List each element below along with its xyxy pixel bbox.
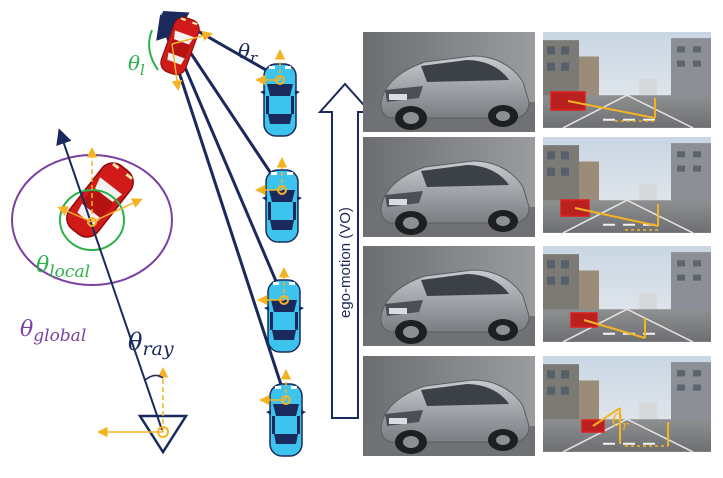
local-angle-arc-small [148, 29, 159, 71]
detection-box-1 [550, 91, 656, 122]
ego-motion-label: ego-motion (VO) [337, 207, 354, 318]
car-crop-2 [362, 136, 536, 238]
cyan-car-1 [259, 63, 301, 137]
street-photo-3 [541, 244, 713, 343]
left-panel: θlocal θglobal θray [11, 128, 189, 455]
detection-box-4 [581, 407, 669, 447]
car-crop-4 [362, 355, 536, 457]
photo-grid: θr [362, 30, 713, 457]
label-theta-global: θglobal [20, 317, 86, 346]
detection-box-3 [570, 312, 646, 339]
label-theta-l: θl [128, 51, 145, 79]
ray-angle-arc [144, 374, 164, 381]
ray-4 [156, 14, 288, 401]
car-center-marker [87, 217, 97, 227]
car-crop-3 [362, 245, 536, 347]
label-theta-local: θlocal [36, 253, 90, 282]
cyan-car-4 [265, 383, 307, 457]
middle-panel: θl θr ego-motion (VO) [128, 11, 373, 457]
car-axis-orange-2 [91, 198, 143, 223]
ego-motion-arrow [317, 82, 373, 419]
ego-centers [275, 75, 291, 405]
small-car-axis-2 [171, 43, 183, 91]
car-crop-1 [362, 31, 536, 133]
label-theta-ray: θray [128, 328, 174, 360]
detection-box-2 [560, 199, 660, 231]
small-car-axis [171, 30, 213, 45]
ego-axes [255, 49, 292, 406]
ray-line [56, 128, 163, 431]
street-photo-4 [541, 354, 713, 453]
label-theta-r: θr [238, 39, 258, 67]
label-theta-r-photo: θr [612, 411, 629, 434]
car-axis-orange-3 [57, 206, 93, 223]
